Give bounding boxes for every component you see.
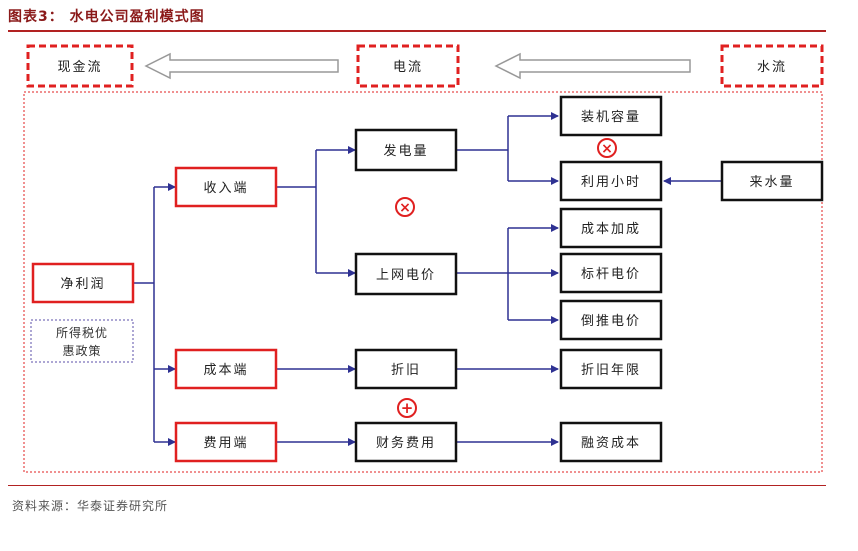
power-generation-label: 发电量 bbox=[383, 143, 428, 159]
figure-title: 图表3： 水电公司盈利模式图 bbox=[8, 9, 205, 25]
grid-price-box: 上网电价 bbox=[354, 252, 458, 296]
installed-capacity-box: 装机容量 bbox=[559, 95, 663, 137]
revenue-side-box: 收入端 bbox=[174, 166, 278, 208]
main-frame bbox=[23, 91, 823, 473]
cost-plus-box: 成本加成 bbox=[559, 207, 663, 249]
expense-side-label: 费用端 bbox=[203, 436, 248, 451]
financial-expense-box: 财务费用 bbox=[354, 421, 458, 463]
revenue-side-label: 收入端 bbox=[203, 181, 248, 196]
source-note: 资料来源：华泰证券研究所 bbox=[12, 499, 169, 513]
depreciation-years-label: 折旧年限 bbox=[581, 363, 641, 378]
depreciation-years-box: 折旧年限 bbox=[559, 348, 663, 390]
connectors bbox=[134, 112, 722, 446]
expense-side-box: 费用端 bbox=[174, 421, 278, 463]
plus-operator-icon: + bbox=[397, 398, 417, 418]
cost-side-box: 成本端 bbox=[174, 348, 278, 390]
depreciation-label: 折旧 bbox=[391, 363, 421, 378]
depreciation-box: 折旧 bbox=[354, 348, 458, 390]
financial-expense-label: 财务费用 bbox=[376, 435, 436, 451]
source-divider bbox=[8, 485, 826, 486]
multiply-symbol-1: × bbox=[601, 141, 613, 157]
electricity-flow-box: 电流 bbox=[356, 44, 460, 88]
multiply-operator-icon-1: × bbox=[597, 138, 617, 158]
multiply-operator-icon-2: × bbox=[395, 197, 415, 217]
multiply-symbol-2: × bbox=[399, 200, 411, 216]
installed-capacity-label: 装机容量 bbox=[581, 109, 641, 125]
grid-price-label: 上网电价 bbox=[376, 268, 436, 283]
power-generation-box: 发电量 bbox=[354, 128, 458, 172]
utilization-hours-label: 利用小时 bbox=[581, 175, 641, 190]
water-inflow-label: 来水量 bbox=[749, 175, 794, 190]
cost-side-label: 成本端 bbox=[203, 363, 248, 378]
cash-flow-box: 现金流 bbox=[26, 44, 134, 88]
net-profit-box: 净利润 bbox=[31, 262, 135, 304]
net-profit-label: 净利润 bbox=[60, 277, 105, 292]
benchmark-price-box: 标杆电价 bbox=[559, 252, 663, 294]
financing-cost-box: 融资成本 bbox=[559, 421, 663, 463]
benchmark-price-label: 标杆电价 bbox=[581, 267, 641, 282]
tax-policy-line2: 惠政策 bbox=[62, 344, 101, 358]
water-flow-label: 水流 bbox=[757, 60, 787, 75]
reverse-price-box: 倒推电价 bbox=[559, 299, 663, 341]
water-flow-box: 水流 bbox=[720, 44, 824, 88]
title-divider bbox=[8, 30, 826, 32]
tax-policy-line1: 所得税优 bbox=[56, 325, 108, 340]
cash-flow-label: 现金流 bbox=[57, 59, 102, 75]
cost-plus-label: 成本加成 bbox=[581, 222, 641, 237]
financing-cost-label: 融资成本 bbox=[581, 436, 641, 451]
tax-policy-box: 所得税优 惠政策 bbox=[30, 319, 134, 363]
water-inflow-box: 来水量 bbox=[720, 160, 824, 202]
utilization-hours-box: 利用小时 bbox=[559, 160, 663, 202]
reverse-price-label: 倒推电价 bbox=[581, 314, 641, 329]
electricity-flow-label: 电流 bbox=[393, 60, 423, 75]
plus-symbol: + bbox=[401, 399, 414, 417]
flow-arrow-left-1 bbox=[144, 52, 339, 80]
flow-arrow-left-2 bbox=[494, 52, 691, 80]
